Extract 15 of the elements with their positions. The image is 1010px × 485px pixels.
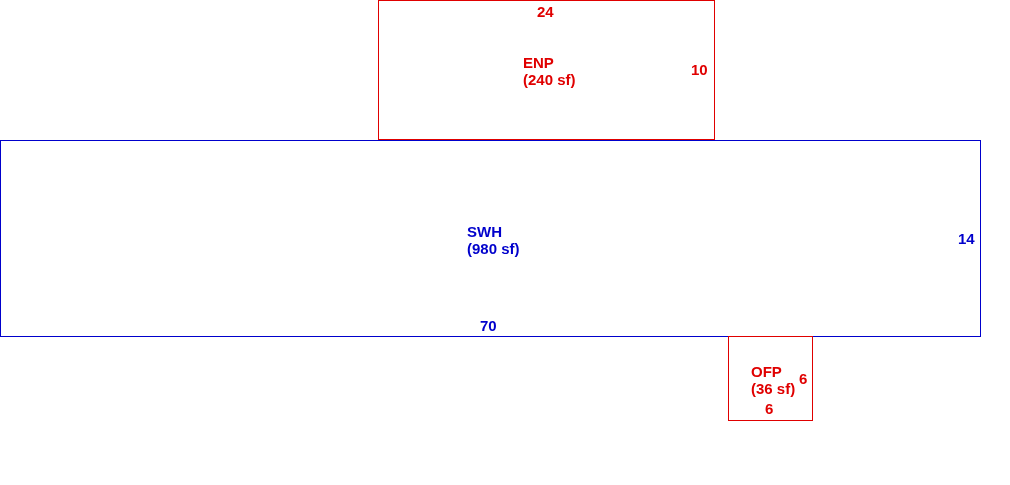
room-label: OFP (751, 363, 782, 380)
area-label: (240 sf) (523, 71, 576, 88)
area-label: (36 sf) (751, 380, 796, 397)
room-outline (378, 0, 715, 140)
room-outline (728, 336, 813, 421)
dimension-label: 14 (958, 230, 975, 247)
dimension-label: 24 (537, 3, 554, 20)
dimension-label: 10 (691, 61, 708, 78)
dimension-label: 70 (480, 317, 497, 334)
room-outline (0, 140, 981, 337)
room-label: ENP (523, 54, 554, 71)
room-label: SWH (467, 223, 502, 240)
dimension-label: 6 (765, 400, 774, 417)
dimension-label: 6 (799, 370, 808, 387)
area-label: (980 sf) (467, 240, 520, 257)
